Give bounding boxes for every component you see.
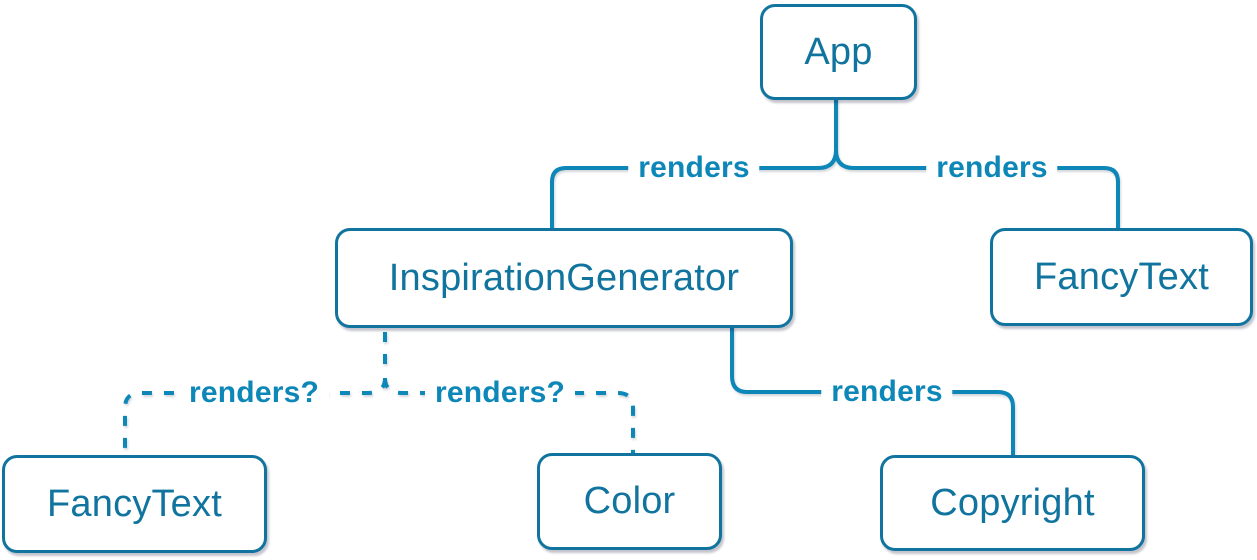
edge-inspiration-generator-color-dashed bbox=[383, 377, 635, 453]
edge-label-inspiration-generator-renders-copyright: renders bbox=[821, 373, 953, 411]
node-color: Color bbox=[537, 453, 722, 550]
edge-label-inspiration-generator-renders-color: renders? bbox=[425, 374, 575, 412]
edge-label-app-renders-inspiration-generator: renders bbox=[628, 149, 760, 187]
edge-label-inspiration-generator-renders-fancy-text: renders? bbox=[179, 374, 329, 412]
node-fancy-text-top-label: FancyText bbox=[1034, 255, 1209, 298]
node-color-label: Color bbox=[583, 480, 676, 522]
edge-label-app-renders-fancy-text: renders bbox=[926, 149, 1058, 187]
node-app-label: App bbox=[804, 30, 873, 73]
node-inspiration-generator-label: InspirationGenerator bbox=[388, 256, 740, 299]
node-inspiration-generator: InspirationGenerator bbox=[335, 228, 793, 328]
node-fancy-text-bottom: FancyText bbox=[2, 455, 267, 553]
node-app: App bbox=[760, 4, 917, 100]
node-copyright-label: Copyright bbox=[930, 481, 1095, 524]
node-fancy-text-bottom-label: FancyText bbox=[47, 482, 222, 525]
edge-inspiration-generator-fancy-text-dashed bbox=[123, 377, 387, 455]
node-fancy-text-top: FancyText bbox=[990, 228, 1253, 326]
node-copyright: Copyright bbox=[880, 455, 1145, 551]
